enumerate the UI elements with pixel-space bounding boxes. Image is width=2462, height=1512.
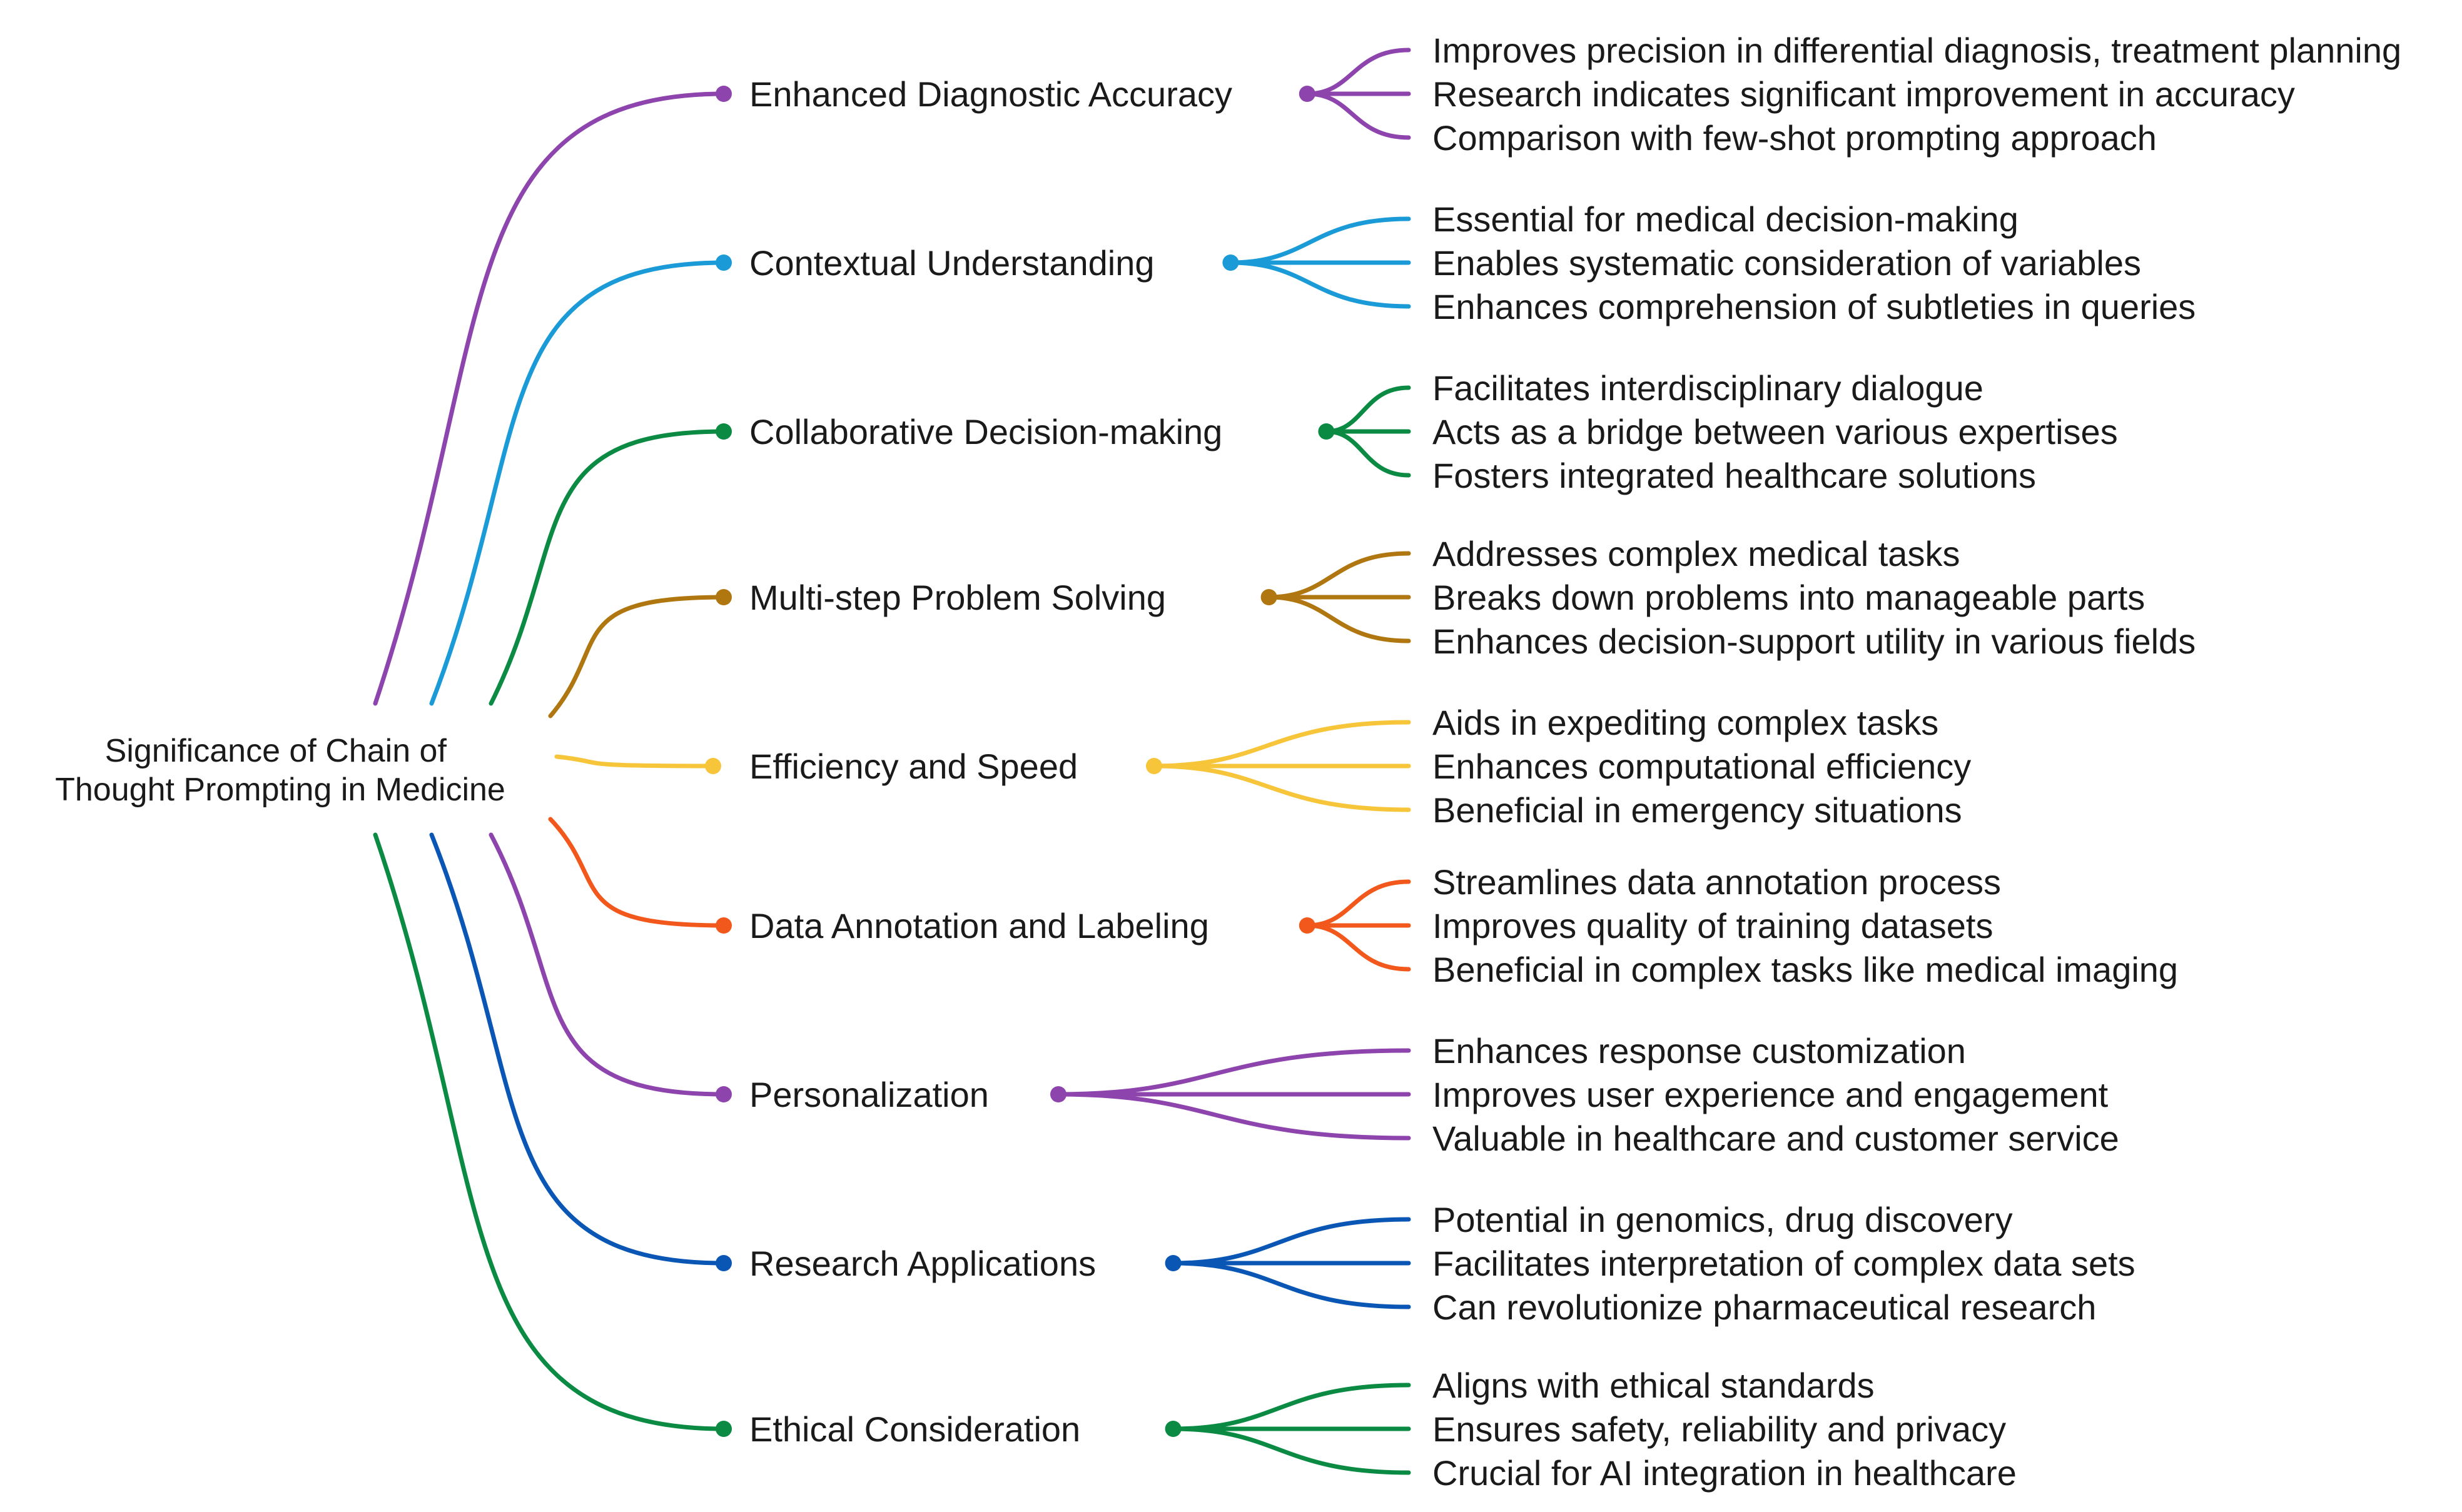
- branch-6-dot: [716, 917, 732, 934]
- branch-7-hub-dot: [1050, 1086, 1066, 1102]
- branch-1-connector: [373, 91, 726, 706]
- branch-8-label: Research Applications: [749, 1244, 1096, 1283]
- branch-9-leaf-1-connector: [1171, 1383, 1411, 1431]
- branch-9-connector: [373, 832, 726, 1431]
- branch-9-leaf-3: Crucial for AI integration in healthcare: [1432, 1453, 2017, 1493]
- branch-9-label: Ethical Consideration: [749, 1409, 1080, 1449]
- branch-4-leaf-2: Breaks down problems into manageable par…: [1432, 578, 2145, 617]
- branch-8-connector: [429, 832, 726, 1266]
- branch-3-hub-dot: [1318, 423, 1335, 440]
- root-topic: Significance of Chain of Thought Prompti…: [55, 733, 505, 808]
- branch-2-leaf-1: Essential for medical decision-making: [1432, 199, 2019, 239]
- branch-9-hub-dot: [1165, 1421, 1182, 1437]
- branch-6-hub-dot: [1299, 917, 1315, 934]
- branch-4-leaf-1-connector: [1267, 551, 1411, 600]
- branch-2-label: Contextual Understanding: [749, 243, 1155, 283]
- branch-4-hub-dot: [1260, 589, 1277, 605]
- branch-6-connector: [548, 817, 726, 928]
- branch-4-leaf-3: Enhances decision-support utility in var…: [1432, 622, 2196, 661]
- branch-1-leaf-3: Comparison with few-shot prompting appro…: [1432, 118, 2157, 158]
- branch-4-leaf-1: Addresses complex medical tasks: [1432, 534, 1960, 573]
- branch-8-leaf-2: Facilitates interpretation of complex da…: [1432, 1244, 2135, 1283]
- branch-5-dot: [705, 758, 721, 774]
- branch-9-leaf-2: Ensures safety, reliability and privacy: [1432, 1409, 2006, 1449]
- branch-2-leaf-3: Enhances comprehension of subtleties in …: [1432, 287, 2196, 326]
- branch-3-leaf-2: Acts as a bridge between various experti…: [1432, 412, 2118, 451]
- branch-2-leaf-1-connector: [1228, 216, 1411, 265]
- branch-6-leaf-3: Beneficial in complex tasks like medical…: [1432, 950, 2178, 989]
- branch-3-label: Collaborative Decision-making: [749, 412, 1222, 451]
- branch-2-leaf-3-connector: [1228, 260, 1411, 309]
- branch-5-leaf-2: Enhances computational efficiency: [1432, 747, 1971, 786]
- branch-1-leaf-1: Improves precision in differential diagn…: [1432, 31, 2401, 70]
- branch-8-leaf-3: Can revolutionize pharmaceutical researc…: [1432, 1288, 2096, 1327]
- branch-6-leaf-2: Improves quality of training datasets: [1432, 906, 1993, 945]
- branch-6-label: Data Annotation and Labeling: [749, 906, 1209, 945]
- branch-4-connector: [548, 595, 726, 718]
- branch-1-leaf-1-connector: [1305, 48, 1411, 96]
- branch-7-leaf-2: Improves user experience and engagement: [1432, 1075, 2109, 1114]
- root-topic-line-1: Significance of Chain of: [105, 733, 447, 769]
- branch-1-leaf-3-connector: [1305, 91, 1411, 140]
- mind-map-nodes: Significance of Chain of Thought Prompti…: [55, 31, 2401, 1493]
- branch-3-leaf-3: Fosters integrated healthcare solutions: [1432, 456, 2036, 495]
- branch-5-leaf-3-connector: [1152, 764, 1411, 812]
- mind-map-edges: [373, 48, 1411, 1475]
- branch-6-leaf-1: Streamlines data annotation process: [1432, 862, 2001, 902]
- branch-7-leaf-3: Valuable in healthcare and customer serv…: [1432, 1119, 2119, 1158]
- branch-3-leaf-3-connector: [1324, 429, 1411, 478]
- branch-3-leaf-1: Facilitates interdisciplinary dialogue: [1432, 368, 1983, 408]
- branch-5-hub-dot: [1146, 758, 1162, 774]
- branch-2-hub-dot: [1222, 255, 1239, 271]
- branch-4-leaf-3-connector: [1267, 595, 1411, 643]
- branch-7-label: Personalization: [749, 1075, 989, 1114]
- branch-7-leaf-1: Enhances response customization: [1432, 1031, 1966, 1071]
- branch-8-hub-dot: [1165, 1255, 1182, 1271]
- branch-2-dot: [716, 255, 732, 271]
- branch-6-leaf-1-connector: [1305, 879, 1411, 928]
- branch-1-dot: [716, 86, 732, 102]
- branch-2-connector: [429, 260, 726, 706]
- branch-8-leaf-3-connector: [1171, 1261, 1411, 1309]
- branch-1-hub-dot: [1299, 86, 1315, 102]
- branch-5-leaf-1: Aids in expediting complex tasks: [1432, 703, 1938, 742]
- branch-6-leaf-3-connector: [1305, 923, 1411, 972]
- branch-9-dot: [716, 1421, 732, 1437]
- root-topic-line-2: Thought Prompting in Medicine: [55, 772, 505, 808]
- branch-3-connector: [489, 429, 726, 706]
- branch-1-leaf-2: Research indicates significant improveme…: [1432, 74, 2295, 114]
- branch-7-dot: [716, 1086, 732, 1102]
- branch-7-connector: [489, 832, 726, 1097]
- branch-8-leaf-1-connector: [1171, 1217, 1411, 1266]
- branch-1-label: Enhanced Diagnostic Accuracy: [749, 74, 1232, 114]
- branch-9-leaf-1: Aligns with ethical standards: [1432, 1366, 1875, 1405]
- branch-5-label: Efficiency and Speed: [749, 747, 1078, 786]
- branch-5-leaf-1-connector: [1152, 720, 1411, 769]
- branch-8-dot: [716, 1255, 732, 1271]
- branch-5-connector: [554, 754, 716, 769]
- branch-7-leaf-3-connector: [1056, 1092, 1411, 1141]
- branch-8-leaf-1: Potential in genomics, drug discovery: [1432, 1200, 2013, 1239]
- branch-5-leaf-3: Beneficial in emergency situations: [1432, 790, 1962, 830]
- branch-9-leaf-3-connector: [1171, 1426, 1411, 1475]
- branch-2-leaf-2: Enables systematic consideration of vari…: [1432, 243, 2141, 283]
- branch-3-leaf-1-connector: [1324, 385, 1411, 434]
- branch-4-dot: [716, 589, 732, 605]
- branch-7-leaf-1-connector: [1056, 1048, 1411, 1097]
- branch-4-label: Multi-step Problem Solving: [749, 578, 1166, 617]
- branch-3-dot: [716, 423, 732, 440]
